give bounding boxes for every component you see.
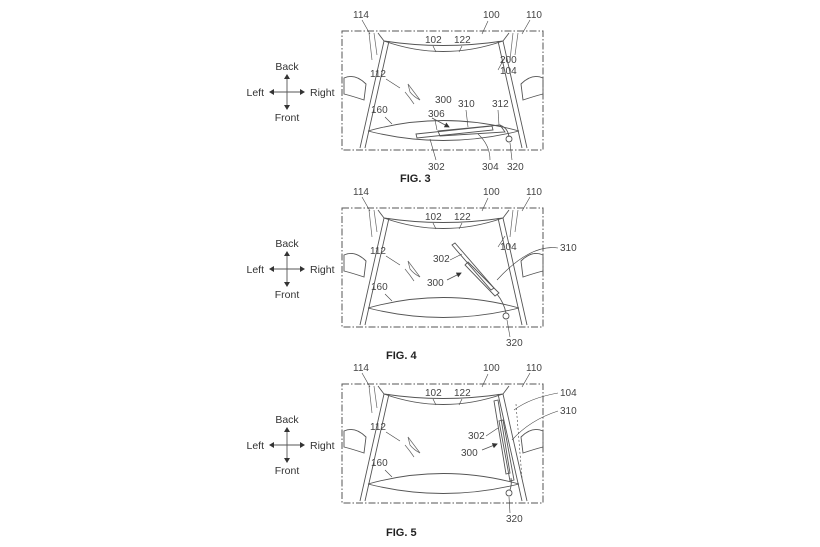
compass-right-label: Right (310, 87, 335, 99)
ref-label: 114 (353, 363, 369, 374)
ref-label: 112 (370, 422, 386, 433)
vehicle-outline (341, 383, 544, 504)
direction-compass: Back Front Left Right (246, 238, 334, 301)
ref-label: 302 (433, 254, 450, 265)
figure-5: Back Front Left Right 114 (246, 363, 577, 539)
ref-label: 306 (428, 109, 445, 120)
ref-label: 302 (468, 431, 485, 442)
wiper-assembly (446, 242, 510, 320)
vehicle-outline (341, 207, 544, 328)
compass-front-label: Front (275, 289, 300, 301)
compass-front-label: Front (275, 112, 300, 124)
compass-back-label: Back (275, 61, 299, 73)
reference-labels: 114 100 110 102 122 104 310 112 302 300 … (353, 187, 577, 349)
ref-label: 100 (483, 363, 500, 374)
ref-label: 160 (371, 282, 388, 293)
ref-label: 122 (454, 35, 471, 46)
figure-caption: FIG. 5 (386, 527, 417, 539)
ref-label: 122 (454, 388, 471, 399)
ref-label: 304 (482, 162, 499, 173)
wiper-assembly (481, 399, 523, 497)
ref-label: 104 (500, 66, 517, 77)
figure-4: Back Front Left Right 114 (246, 187, 577, 362)
ref-label: 310 (560, 243, 577, 254)
ref-label: 110 (526, 10, 542, 21)
compass-back-label: Back (275, 238, 299, 250)
ref-label: 160 (371, 458, 388, 469)
compass-back-label: Back (275, 414, 299, 426)
ref-label: 320 (506, 338, 523, 349)
ref-label: 122 (454, 212, 471, 223)
ref-label: 320 (506, 514, 523, 525)
ref-label: 102 (425, 35, 442, 46)
ref-label: 104 (500, 242, 517, 253)
vehicle-outline (341, 30, 544, 151)
ref-label: 160 (371, 105, 388, 116)
ref-label: 200 (500, 55, 517, 66)
ref-label: 302 (428, 162, 445, 173)
ref-label: 310 (560, 406, 577, 417)
direction-compass: Back Front Left Right (246, 414, 334, 477)
ref-label: 300 (427, 278, 444, 289)
ref-label: 320 (507, 162, 524, 173)
ref-label: 310 (458, 99, 475, 110)
ref-label: 112 (370, 246, 386, 257)
ref-label: 300 (435, 95, 452, 106)
compass-front-label: Front (275, 465, 300, 477)
ref-label: 114 (353, 187, 369, 198)
direction-compass: Back Front Left Right (246, 61, 334, 124)
compass-left-label: Left (246, 440, 264, 452)
reference-labels: 114 100 110 102 122 200 104 112 300 306 … (353, 10, 542, 173)
compass-left-label: Left (246, 87, 264, 99)
ref-label: 110 (526, 187, 542, 198)
figure-caption: FIG. 4 (386, 350, 417, 362)
ref-label: 104 (560, 388, 577, 399)
ref-label: 312 (492, 99, 509, 110)
compass-right-label: Right (310, 264, 335, 276)
figure-caption: FIG. 3 (400, 173, 431, 185)
compass-left-label: Left (246, 264, 264, 276)
ref-label: 102 (425, 388, 442, 399)
ref-label: 112 (370, 69, 386, 80)
reference-labels: 114 100 110 104 102 122 310 112 302 300 … (353, 363, 577, 525)
ref-label: 300 (461, 448, 478, 459)
ref-label: 110 (526, 363, 542, 374)
compass-right-label: Right (310, 440, 335, 452)
ref-label: 114 (353, 10, 369, 21)
ref-label: 100 (483, 10, 500, 21)
figure-3: Back Front Left Right (246, 10, 544, 185)
ref-label: 102 (425, 212, 442, 223)
ref-label: 100 (483, 187, 500, 198)
wiper-assembly (415, 117, 513, 143)
